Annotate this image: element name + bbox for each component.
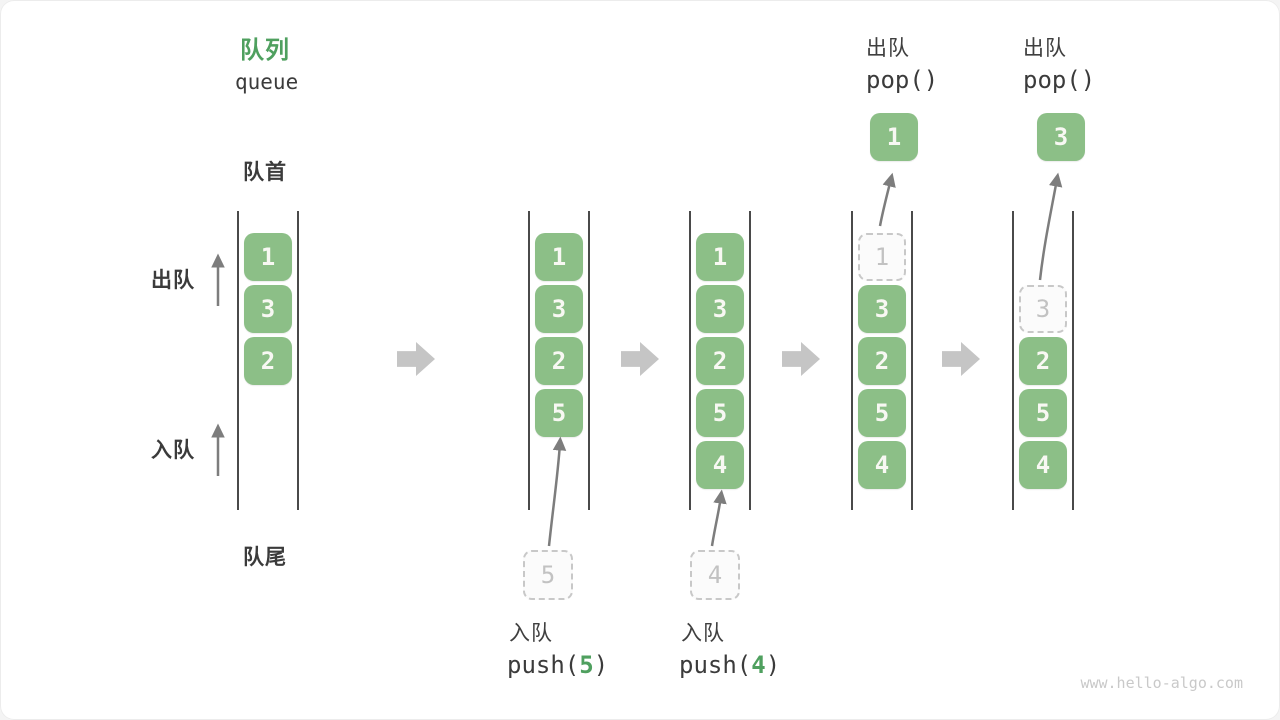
- queue1-cell: 2: [244, 337, 292, 385]
- queue1-left-rail: [237, 211, 239, 510]
- pop1-remove-arrow-icon: [878, 172, 896, 227]
- queue3-cell: 1: [696, 233, 744, 281]
- queue3-cell: 2: [696, 337, 744, 385]
- push4-code-close: ): [765, 651, 781, 679]
- state-transition-arrow-icon: [942, 342, 980, 376]
- queue3-cell: 3: [696, 285, 744, 333]
- queue4-left-rail: [851, 211, 853, 510]
- queue-rear-label: 队尾: [243, 546, 287, 569]
- watermark: www.hello-algo.com: [1080, 674, 1243, 692]
- state-transition-arrow-icon: [397, 342, 435, 376]
- enqueue-direction-label: 入队: [151, 439, 195, 462]
- queue2-incoming-ghost-cell: 5: [523, 550, 573, 600]
- queue3-cell: 5: [696, 389, 744, 437]
- push4-code-arg: 4: [751, 651, 766, 679]
- pop1-code-label: pop(): [866, 66, 939, 94]
- queue5-cell: 5: [1019, 389, 1067, 437]
- pop3-code-label: pop(): [1023, 66, 1096, 94]
- queue3-left-rail: [689, 211, 691, 510]
- queue1-cell: 3: [244, 285, 292, 333]
- queue5-cell: 4: [1019, 441, 1067, 489]
- pop3-remove-arrow-icon: [1038, 172, 1063, 281]
- push5-callout-label: 入队: [509, 622, 553, 645]
- queue1-right-rail: [297, 211, 299, 510]
- queue2-cell: 3: [535, 285, 583, 333]
- queue3-right-rail: [749, 211, 751, 510]
- queue5-removed-ghost-cell: 3: [1019, 285, 1067, 333]
- queue2-cell: 5: [535, 389, 583, 437]
- queue3-incoming-ghost-cell: 4: [690, 550, 740, 600]
- push5-insert-arrow-icon: [547, 436, 567, 547]
- state-transition-arrow-icon: [621, 342, 659, 376]
- page-title: 队列: [240, 37, 290, 64]
- queue5-cell: 2: [1019, 337, 1067, 385]
- queue-front-label: 队首: [243, 161, 287, 184]
- pop-result-cell: 1: [870, 113, 918, 161]
- push4-code-label: push(4): [679, 651, 780, 679]
- push5-code-close: ): [593, 651, 609, 679]
- pop3-callout-label: 出队: [1023, 37, 1067, 60]
- state-transition-arrow-icon: [782, 342, 820, 376]
- queue2-left-rail: [528, 211, 530, 510]
- pop-result-cell: 3: [1037, 113, 1085, 161]
- queue4-cell: 3: [858, 285, 906, 333]
- push4-callout-label: 入队: [681, 622, 725, 645]
- queue2-cell: 2: [535, 337, 583, 385]
- queue4-cell: 2: [858, 337, 906, 385]
- queue2-right-rail: [588, 211, 590, 510]
- queue1-cell: 1: [244, 233, 292, 281]
- queue4-removed-ghost-cell: 1: [858, 233, 906, 281]
- queue4-cell: 4: [858, 441, 906, 489]
- push4-code-fn: push(: [679, 651, 752, 679]
- push5-code-arg: 5: [579, 651, 594, 679]
- queue3-cell: 4: [696, 441, 744, 489]
- push5-code-label: push(5): [507, 651, 608, 679]
- queue4-cell: 5: [858, 389, 906, 437]
- queue5-right-rail: [1072, 211, 1074, 510]
- queue4-right-rail: [911, 211, 913, 510]
- queue5-left-rail: [1012, 211, 1014, 510]
- push4-insert-arrow-icon: [710, 489, 727, 547]
- pop1-callout-label: 出队: [866, 37, 910, 60]
- dequeue-direction-label: 出队: [151, 269, 195, 292]
- queue2-cell: 1: [535, 233, 583, 281]
- page-subtitle: queue: [235, 70, 299, 94]
- push5-code-fn: push(: [507, 651, 580, 679]
